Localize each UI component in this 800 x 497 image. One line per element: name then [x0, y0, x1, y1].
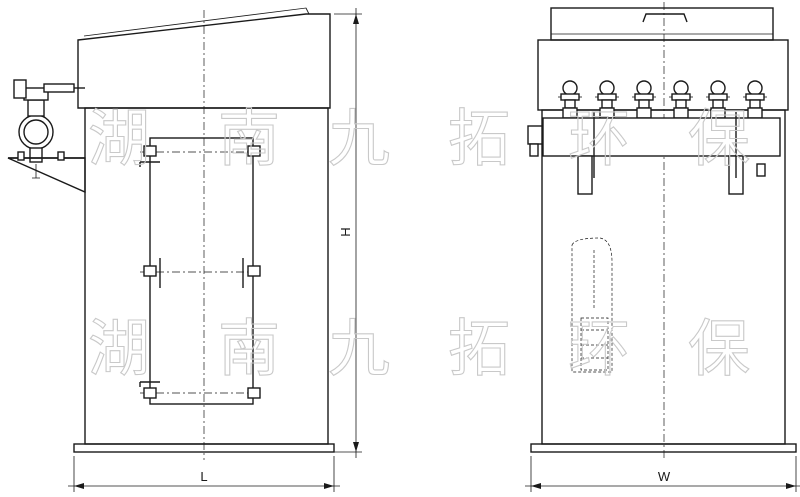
pulse-valve	[743, 80, 767, 119]
watermark-char: 湖	[88, 312, 150, 385]
watermark-char: 环	[568, 312, 630, 385]
length-dimension: L	[68, 456, 340, 492]
access-door	[139, 137, 262, 405]
lid-handle	[642, 13, 688, 23]
manifold-tube	[542, 117, 781, 157]
watermark-char: 南	[218, 312, 280, 385]
front-base	[530, 443, 797, 453]
air-header	[7, 79, 86, 194]
watermark-char: 保	[688, 312, 750, 385]
watermark-char: 南	[218, 102, 280, 175]
watermark-char: 环	[568, 102, 630, 175]
side-view: H L	[7, 7, 362, 492]
width-label: W	[658, 469, 671, 484]
pulse-valve-icon	[558, 80, 767, 119]
watermark-char: 九	[328, 102, 390, 175]
height-dimension: H	[334, 8, 362, 458]
watermark-char: 拓	[448, 102, 510, 175]
watermark: 湖 南 九 拓 环 保 湖 南 九 拓 环 保	[87, 101, 750, 385]
side-top-cover	[77, 13, 331, 109]
watermark-char: 湖	[88, 102, 150, 175]
length-label: L	[200, 469, 207, 484]
front-view: W	[525, 2, 800, 492]
watermark-char: 九	[328, 312, 390, 385]
pulse-valve	[706, 80, 730, 119]
height-label: H	[338, 227, 353, 236]
pulse-valve	[595, 80, 619, 119]
hinge-icon	[143, 145, 261, 399]
watermark-char: 保	[688, 102, 750, 175]
width-dimension: W	[525, 456, 800, 492]
filter-bag-hidden	[571, 237, 613, 373]
pulse-valve	[632, 80, 656, 119]
pulse-valve	[669, 80, 693, 119]
latch-icon	[139, 161, 160, 387]
front-lid	[550, 7, 774, 41]
pulse-valve	[558, 80, 582, 119]
watermark-char: 拓	[448, 312, 510, 385]
